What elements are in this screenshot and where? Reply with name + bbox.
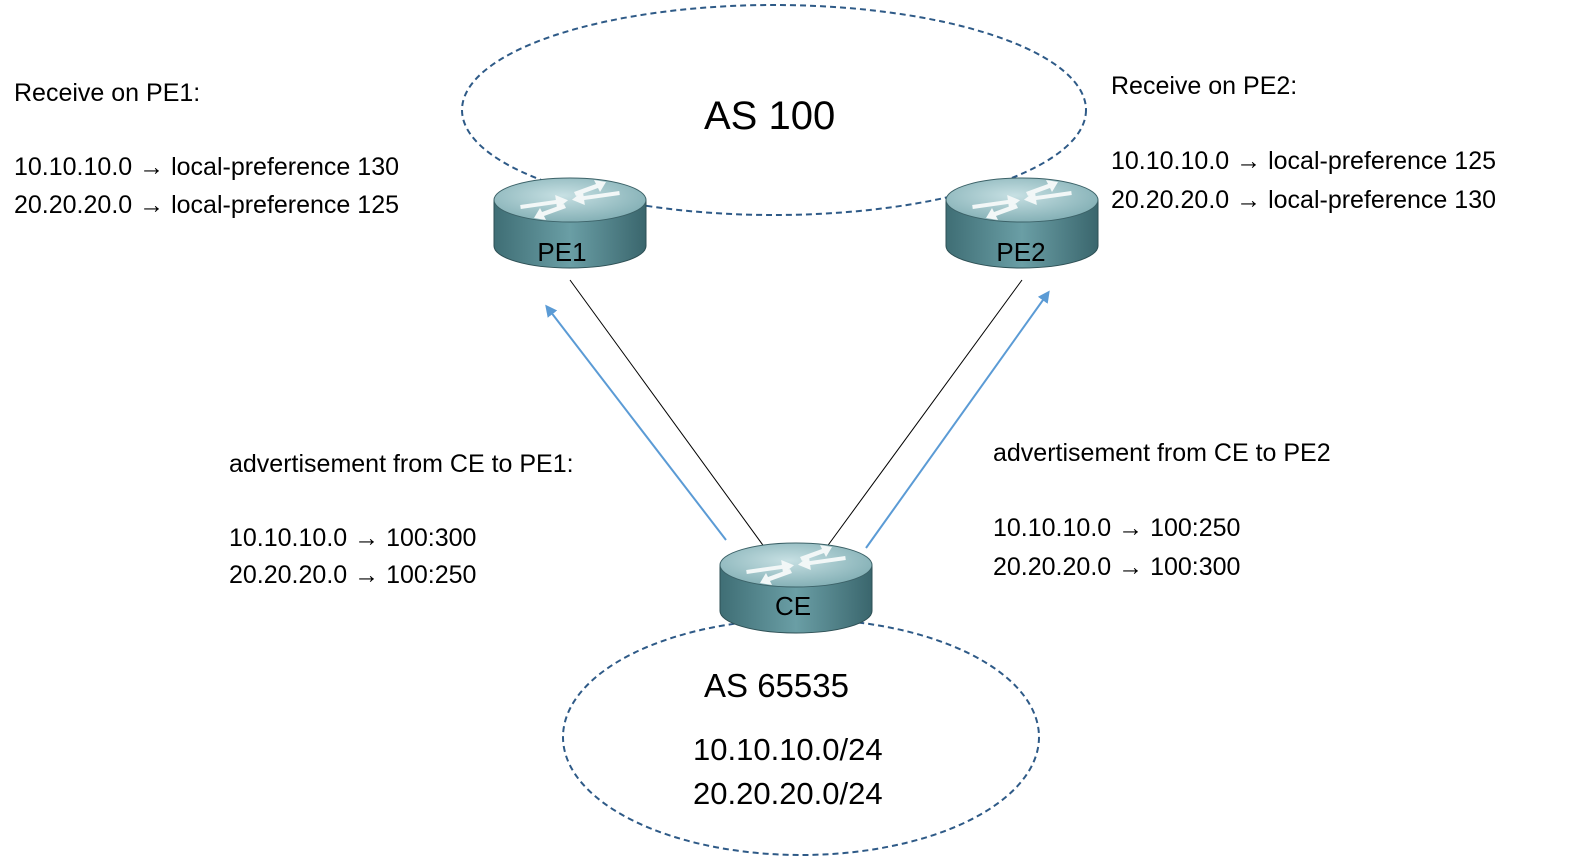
line-prefix: 20.20.20.0	[1111, 186, 1230, 214]
right-arrow-icon: →	[354, 561, 380, 589]
router-pe1-label: PE1	[537, 237, 587, 267]
line-value: local-preference 130	[171, 153, 399, 181]
pe2-receive-title: Receive on PE2:	[1111, 72, 1298, 100]
prefix-1: 10.10.10.0/24	[693, 732, 883, 767]
line-prefix: 10.10.10.0	[993, 514, 1112, 542]
line-prefix: 20.20.20.0	[229, 561, 348, 589]
adv-pe2-line: 10.10.10.0 → 100:250	[993, 510, 1240, 546]
line-value: 100:300	[1150, 553, 1241, 581]
adv-pe1-line: 10.10.10.0 → 100:300	[229, 520, 476, 556]
adv-pe1-line: 20.20.20.0 → 100:250	[229, 557, 476, 593]
link-ce-pe1	[569, 279, 766, 549]
right-arrow-icon: →	[1118, 553, 1144, 581]
right-arrow-icon: →	[1236, 147, 1262, 175]
pe2-receive-line: 10.10.10.0 → local-preference 125	[1111, 143, 1496, 179]
router-pe2-label: PE2	[996, 237, 1046, 267]
prefix-2: 20.20.20.0/24	[693, 776, 883, 811]
router-ce-label: CE	[774, 591, 812, 621]
pe1-receive-line: 20.20.20.0 → local-preference 125	[14, 187, 399, 223]
as-65535-label: AS 65535	[704, 667, 849, 704]
as-100-boundary	[461, 4, 1087, 216]
pe1-receive-line: 10.10.10.0 → local-preference 130	[14, 149, 399, 185]
line-value: local-preference 130	[1268, 186, 1496, 214]
right-arrow-icon: →	[139, 191, 165, 219]
adv-pe1-title: advertisement from CE to PE1:	[229, 450, 574, 478]
line-value: 100:250	[386, 561, 477, 589]
adv-pe2-line: 20.20.20.0 → 100:300	[993, 549, 1240, 585]
line-prefix: 10.10.10.0	[229, 524, 348, 552]
link-ce-pe2	[825, 279, 1023, 549]
line-value: local-preference 125	[1268, 147, 1496, 175]
right-arrow-icon: →	[1118, 514, 1144, 542]
right-arrow-icon: →	[1236, 186, 1262, 214]
right-arrow-icon: →	[354, 524, 380, 552]
line-prefix: 20.20.20.0	[993, 553, 1112, 581]
line-value: 100:300	[386, 524, 477, 552]
pe2-receive-line: 20.20.20.0 → local-preference 130	[1111, 182, 1496, 218]
adv-pe2-title: advertisement from CE to PE2	[993, 439, 1331, 467]
right-arrow-icon: →	[139, 153, 165, 181]
line-value: local-preference 125	[171, 191, 399, 219]
advertisement-arrow-pe1	[545, 304, 727, 541]
line-value: 100:250	[1150, 514, 1241, 542]
pe1-receive-title: Receive on PE1:	[14, 79, 201, 107]
line-prefix: 20.20.20.0	[14, 191, 133, 219]
line-prefix: 10.10.10.0	[1111, 147, 1230, 175]
advertisement-arrow-pe2	[865, 290, 1050, 549]
line-prefix: 10.10.10.0	[14, 153, 133, 181]
as-100-label: AS 100	[704, 94, 836, 138]
